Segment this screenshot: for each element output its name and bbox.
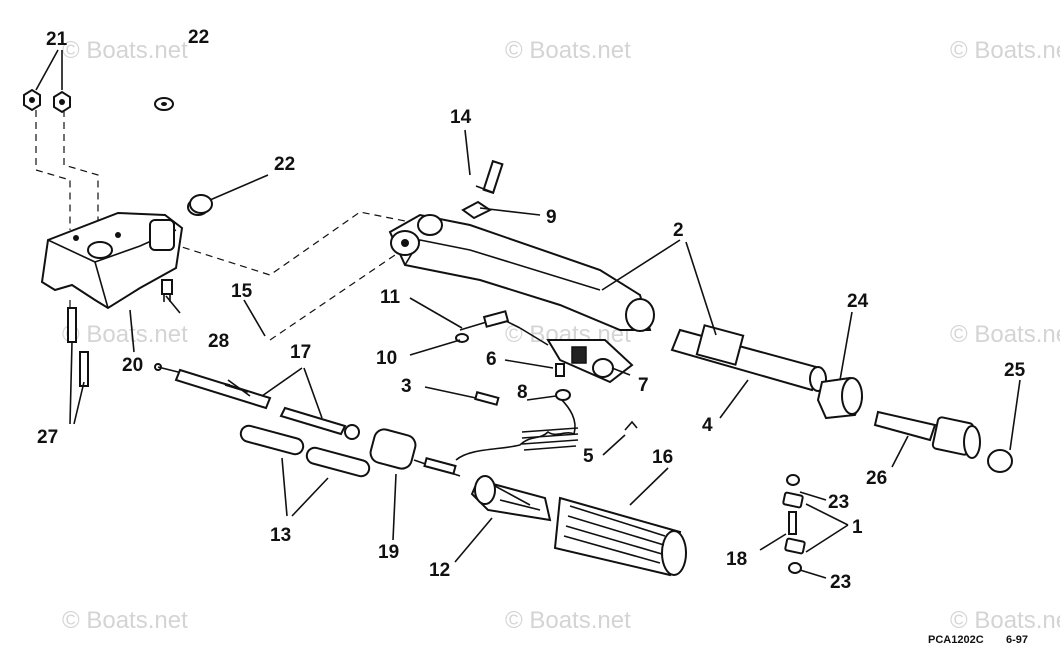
part-6-screw — [555, 363, 565, 377]
watermark: © Boats.net — [950, 321, 1060, 348]
callout-22: 22 — [274, 154, 295, 175]
part-10-11-wires — [455, 310, 549, 346]
part-16-throttle-grip — [553, 496, 687, 577]
part-18-23-small-parts — [782, 474, 806, 574]
callout-17: 17 — [290, 342, 311, 363]
callout-6: 6 — [486, 349, 497, 370]
callout-13: 13 — [270, 525, 291, 546]
callout-28: 28 — [208, 331, 229, 352]
callout-23: 23 — [830, 572, 851, 593]
callout-2: 2 — [673, 220, 684, 241]
callout-26: 26 — [866, 468, 887, 489]
callout-27: 27 — [37, 427, 58, 448]
callout-19: 19 — [378, 542, 399, 563]
callout-18: 18 — [726, 549, 747, 570]
callout-8: 8 — [517, 382, 528, 403]
part-3-pin — [474, 391, 500, 406]
part-28-fitting — [161, 279, 173, 302]
callout-23: 23 — [828, 492, 849, 513]
callout-24: 24 — [847, 291, 869, 312]
part-5-clip — [624, 420, 638, 431]
callout-5: 5 — [583, 446, 594, 467]
part-4-throttle-shaft — [670, 324, 827, 392]
part-17-cable — [154, 363, 360, 440]
drawing-code: PCA1202C — [928, 634, 984, 646]
callout-11: 11 — [380, 287, 401, 308]
part-7-bracket — [546, 339, 634, 384]
part-20-bracket — [40, 198, 209, 310]
part-12-grip-core — [470, 475, 552, 522]
part-19-friction-block — [369, 428, 461, 477]
callout-labels: 21 22 22 14 9 2 15 11 17 28 20 10 6 7 3 … — [37, 27, 1026, 593]
callout-3: 3 — [401, 376, 412, 397]
part-24-sleeve — [816, 376, 864, 420]
part-13-sleeves — [239, 424, 371, 478]
part-26-grip-insert — [873, 410, 981, 459]
callout-15: 15 — [231, 281, 253, 302]
watermark: © Boats.net — [950, 37, 1060, 64]
watermark: © Boats.net — [505, 607, 631, 634]
callout-22: 22 — [188, 27, 209, 48]
callout-4: 4 — [702, 415, 713, 436]
watermark: © Boats.net — [62, 607, 188, 634]
callout-20: 20 — [122, 355, 143, 376]
part-21-nuts — [23, 88, 71, 114]
callout-21: 21 — [46, 29, 68, 50]
part-25-cap — [987, 449, 1013, 473]
callout-14: 14 — [450, 107, 472, 128]
callout-16: 16 — [652, 447, 673, 468]
callout-9: 9 — [546, 207, 557, 228]
part-22-washer — [154, 97, 174, 111]
drawing-date: 6-97 — [1006, 634, 1028, 646]
callout-12: 12 — [429, 560, 450, 581]
drawing-code-block: PCA1202C 6-97 — [928, 634, 1028, 646]
callout-7: 7 — [638, 375, 649, 396]
part-14-bolt — [475, 159, 504, 195]
callout-1: 1 — [852, 517, 863, 538]
leader-lines — [35, 49, 1021, 579]
watermark: © Boats.net — [62, 37, 188, 64]
watermark: © Boats.net — [950, 607, 1060, 634]
part-8-lanyard — [455, 389, 579, 461]
watermark: © Boats.net — [62, 321, 188, 348]
watermark: © Boats.net — [505, 37, 631, 64]
callout-25: 25 — [1004, 360, 1026, 381]
callout-10: 10 — [376, 348, 397, 369]
part-9-clip — [461, 200, 492, 220]
part-2-tiller-arm — [388, 213, 655, 332]
part-22-washer-2 — [189, 194, 213, 214]
part-27-bolts — [67, 307, 89, 387]
